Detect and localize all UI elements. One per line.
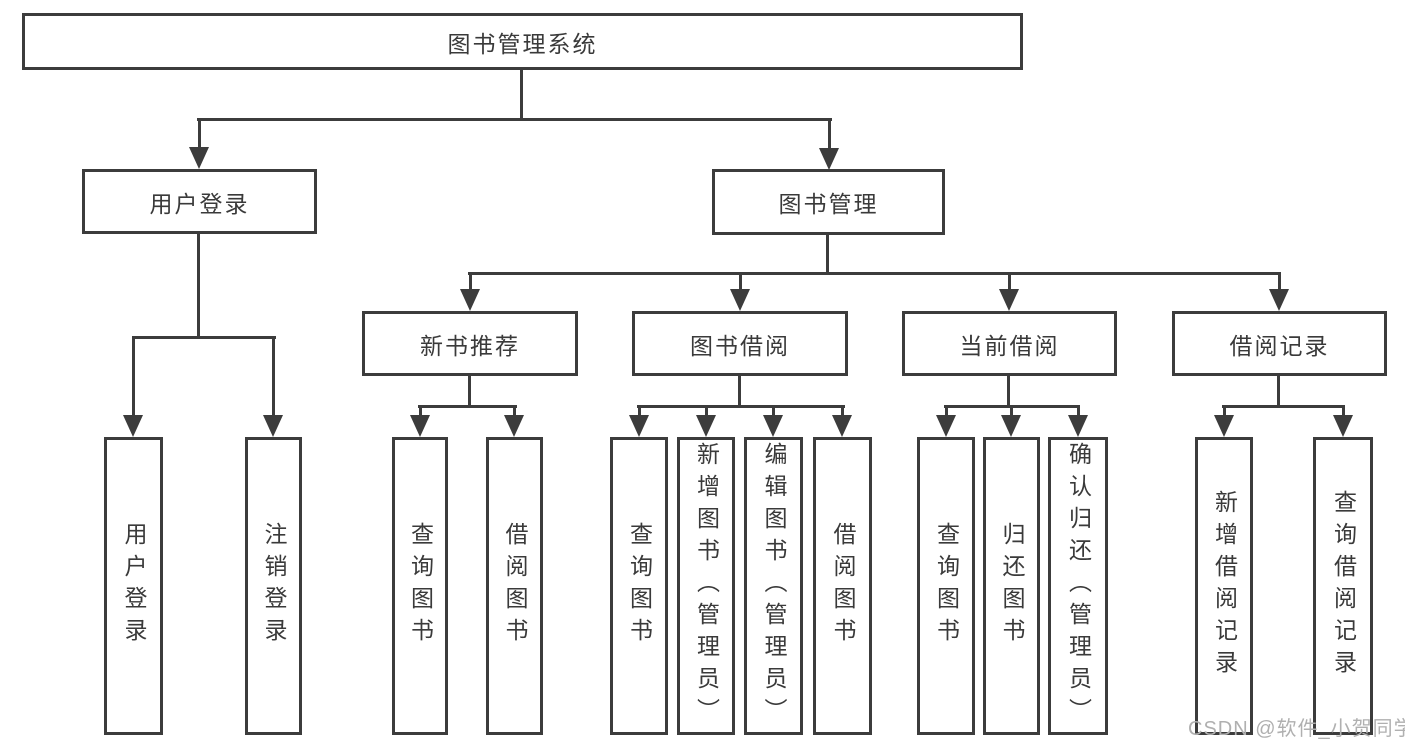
- connector-line: [827, 118, 831, 150]
- arrow-down-icon: [763, 415, 783, 437]
- connector-line: [738, 272, 742, 291]
- connector-line: [468, 272, 1281, 275]
- leaf-query-books-current: 查询图书: [917, 437, 975, 735]
- connector-line: [196, 234, 200, 339]
- arrow-down-icon: [263, 415, 283, 437]
- connector-line: [1009, 405, 1013, 417]
- connector-line: [1006, 376, 1010, 408]
- leaf-label: 新增借阅记录: [1211, 490, 1238, 682]
- connector-line: [512, 405, 516, 417]
- leaf-label: 查询图书: [626, 522, 653, 650]
- leaf-logout: 注销登录: [245, 437, 302, 735]
- watermark: CSDN @软件_小贺同学: [1188, 718, 1405, 740]
- node-user-login: 用户登录: [82, 169, 317, 234]
- leaf-label: 查询图书: [933, 522, 960, 650]
- arrow-down-icon: [504, 415, 524, 437]
- connector-line: [737, 376, 741, 408]
- node-label: 图书管理: [778, 191, 879, 217]
- connector-line: [1222, 405, 1345, 408]
- node-borrowing-records: 借阅记录: [1172, 311, 1387, 376]
- connector-line: [468, 272, 472, 291]
- arrow-down-icon: [999, 289, 1019, 311]
- arrow-down-icon: [730, 289, 750, 311]
- leaf-user-login: 用户登录: [104, 437, 163, 735]
- arrow-down-icon: [1333, 415, 1353, 437]
- leaf-label: 借阅图书: [830, 522, 856, 650]
- connector-line: [1007, 272, 1011, 291]
- leaf-label: 借阅图书: [502, 522, 528, 650]
- arrow-down-icon: [1068, 415, 1088, 437]
- leaf-label: 查询借阅记录: [1330, 490, 1357, 682]
- connector-line: [271, 336, 275, 417]
- arrow-down-icon: [1269, 289, 1289, 311]
- leaf-borrow-books-borrowing: 借阅图书: [813, 437, 872, 735]
- leaf-confirm-return-admin: 确认归还（管理员）: [1048, 437, 1108, 735]
- connector-line: [840, 405, 844, 417]
- connector-line: [1341, 405, 1345, 417]
- leaf-add-book-admin: 新增图书（管理员）: [677, 437, 735, 735]
- leaf-return-book: 归还图书: [983, 437, 1040, 735]
- node-label: 新书推荐: [420, 332, 520, 359]
- node-label: 图书管理系统: [447, 30, 598, 57]
- connector-line: [1276, 376, 1280, 408]
- leaf-label: 查询图书: [407, 522, 434, 650]
- node-book-borrowing: 图书借阅: [632, 311, 848, 376]
- connector-line: [637, 405, 641, 417]
- node-label: 当前借阅: [959, 332, 1060, 359]
- connector-line: [825, 235, 829, 275]
- arrow-down-icon: [819, 148, 839, 170]
- arrow-down-icon: [696, 415, 716, 437]
- leaf-label: 确认归还（管理员）: [1065, 442, 1092, 730]
- connector-line: [131, 336, 135, 417]
- connector-line: [1222, 405, 1226, 417]
- connector-line: [197, 118, 832, 121]
- arrow-down-icon: [189, 147, 209, 169]
- leaf-label: 注销登录: [261, 522, 287, 650]
- arrow-down-icon: [123, 415, 143, 437]
- arrow-down-icon: [1214, 415, 1234, 437]
- leaf-add-borrow-record: 新增借阅记录: [1195, 437, 1253, 735]
- connector-line: [418, 405, 517, 408]
- node-current-borrowing: 当前借阅: [902, 311, 1117, 376]
- leaf-label: 新增图书（管理员）: [693, 442, 720, 730]
- leaf-label: 编辑图书（管理员）: [761, 442, 787, 730]
- leaf-borrow-books-recommend: 借阅图书: [486, 437, 543, 735]
- leaf-query-books-recommend: 查询图书: [392, 437, 448, 735]
- node-new-book-recommendation: 新书推荐: [362, 311, 578, 376]
- connector-line: [944, 405, 948, 417]
- connector-line: [197, 118, 201, 149]
- connector-line: [771, 405, 775, 417]
- node-library-management-system: 图书管理系统: [22, 13, 1023, 70]
- node-book-management: 图书管理: [712, 169, 945, 235]
- connector-line: [1076, 405, 1080, 417]
- arrow-down-icon: [410, 415, 430, 437]
- connector-line: [1277, 272, 1281, 291]
- node-label: 用户登录: [149, 190, 250, 217]
- connector-line: [467, 376, 471, 408]
- leaf-query-books-borrowing: 查询图书: [610, 437, 668, 735]
- leaf-edit-book-admin: 编辑图书（管理员）: [744, 437, 803, 735]
- connector-line: [132, 336, 276, 339]
- connector-line: [519, 70, 523, 121]
- arrow-down-icon: [460, 289, 480, 311]
- connector-line: [637, 405, 845, 408]
- leaf-label: 归还图书: [999, 522, 1025, 650]
- arrow-down-icon: [1001, 415, 1021, 437]
- connector-line: [704, 405, 708, 417]
- node-label: 借阅记录: [1229, 332, 1330, 359]
- arrow-down-icon: [832, 415, 852, 437]
- node-label: 图书借阅: [690, 332, 790, 359]
- connector-line: [418, 405, 422, 417]
- leaf-label: 用户登录: [121, 522, 147, 650]
- arrow-down-icon: [629, 415, 649, 437]
- arrow-down-icon: [936, 415, 956, 437]
- leaf-query-borrow-record: 查询借阅记录: [1313, 437, 1373, 735]
